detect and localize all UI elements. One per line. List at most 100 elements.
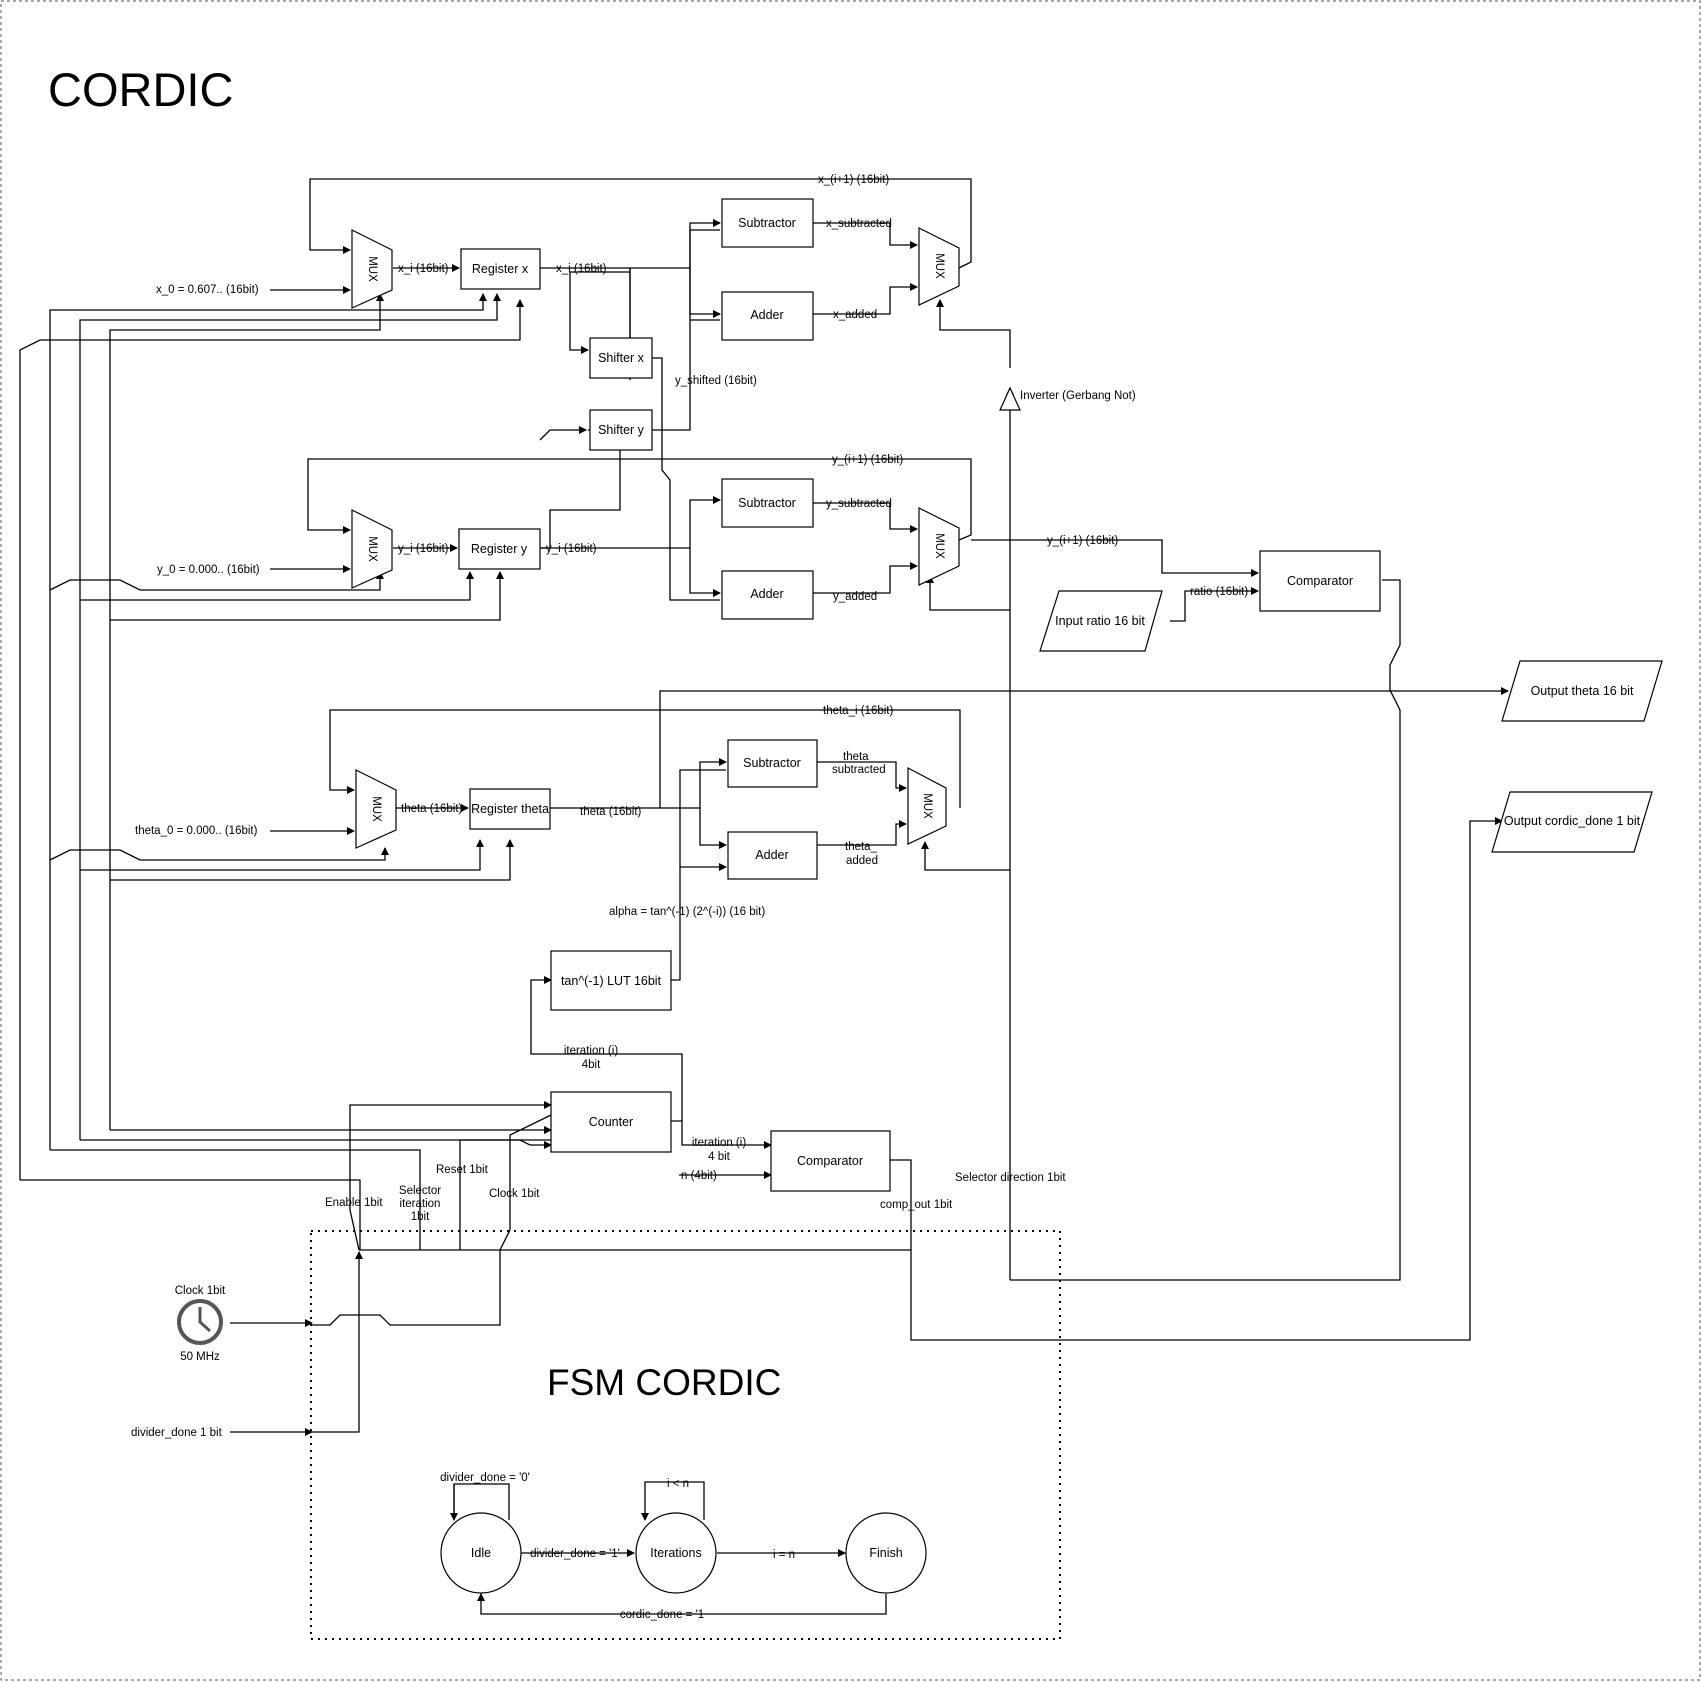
svg-text:1bit: 1bit xyxy=(411,1211,430,1223)
diagram-title: CORDIC xyxy=(48,63,233,116)
inverter-gate xyxy=(999,386,1021,411)
svg-text:x_subtracted: x_subtracted xyxy=(826,218,892,230)
svg-text:y_added: y_added xyxy=(833,591,877,603)
svg-text:x_(i+1) (16bit): x_(i+1) (16bit) xyxy=(818,174,889,186)
svg-text:divider_done = '1': divider_done = '1' xyxy=(530,1548,620,1560)
svg-text:Clock 1bit: Clock 1bit xyxy=(489,1188,540,1200)
output-theta-block xyxy=(1501,660,1663,722)
fsm-boundary xyxy=(310,1230,1061,1640)
svg-text:comp_out 1bit: comp_out 1bit xyxy=(880,1199,953,1211)
shifter-y-label: Shifter y xyxy=(598,423,645,437)
mux-y-out: MUX xyxy=(918,507,960,586)
comparator-ratio-label: Comparator xyxy=(1287,574,1353,588)
svg-text:y_(i+1) (16bit): y_(i+1) (16bit) xyxy=(1047,535,1118,547)
svg-text:Selector: Selector xyxy=(399,1185,441,1197)
svg-text:theta (16bit): theta (16bit) xyxy=(580,806,642,818)
subtractor-y-label: Subtractor xyxy=(738,496,796,510)
svg-text:ratio (16bit): ratio (16bit) xyxy=(1190,586,1248,598)
fsm-title: FSM CORDIC xyxy=(547,1362,781,1403)
input-ratio-block xyxy=(1039,590,1163,652)
counter xyxy=(550,1091,672,1153)
svg-text:4 bit: 4 bit xyxy=(708,1151,731,1163)
register-y xyxy=(458,528,541,570)
svg-text:x_added: x_added xyxy=(833,309,877,321)
comparator-iteration-label: Comparator xyxy=(797,1154,863,1168)
svg-text:divider_done 1 bit: divider_done 1 bit xyxy=(131,1427,223,1439)
clock-icon xyxy=(177,1299,223,1345)
svg-text:theta_: theta_ xyxy=(845,841,878,853)
svg-text:x_0 = 0.607.. (16bit): x_0 = 0.607.. (16bit) xyxy=(156,284,259,296)
mux-x: MUX xyxy=(351,229,393,309)
svg-text:subtracted: subtracted xyxy=(832,764,886,776)
svg-text:x_i (16bit): x_i (16bit) xyxy=(556,263,607,275)
svg-text:iteration (i): iteration (i) xyxy=(692,1137,746,1149)
state-idle xyxy=(440,1512,522,1594)
mux-x-out: MUX xyxy=(918,227,960,306)
output-done-block xyxy=(1491,791,1653,853)
svg-text:theta_0 = 0.000.. (16bit): theta_0 = 0.000.. (16bit) xyxy=(135,825,258,837)
shifter-y xyxy=(589,409,653,451)
subtractor-theta-label: Subtractor xyxy=(743,756,801,770)
svg-text:Finish: Finish xyxy=(869,1546,902,1560)
adder-y xyxy=(721,570,814,620)
adder-x-label: Adder xyxy=(750,308,783,322)
svg-text:y_i (16bit): y_i (16bit) xyxy=(398,543,449,555)
adder-x xyxy=(721,291,814,341)
svg-text:iteration: iteration xyxy=(400,1198,441,1210)
svg-text:n (4bit): n (4bit) xyxy=(681,1170,717,1182)
register-x xyxy=(460,248,541,290)
shifter-x-label: Shifter x xyxy=(598,351,645,365)
atan-lut xyxy=(550,950,672,1011)
adder-y-label: Adder xyxy=(750,587,783,601)
register-theta xyxy=(469,788,551,830)
svg-text:divider_done = '0': divider_done = '0' xyxy=(440,1472,530,1484)
output-theta-label: Output theta 16 bit xyxy=(1531,684,1634,698)
svg-text:theta_i (16bit): theta_i (16bit) xyxy=(823,705,893,717)
svg-text:4bit: 4bit xyxy=(582,1059,601,1071)
signal-labels: x_0 = 0.607.. (16bit) y_0 = 0.000.. (16b… xyxy=(131,174,1248,1439)
svg-text:Iterations: Iterations xyxy=(650,1546,701,1560)
clock-label: Clock 1bit xyxy=(175,1285,226,1297)
svg-text:x_i (16bit): x_i (16bit) xyxy=(398,263,449,275)
subtractor-x xyxy=(721,198,814,248)
comparator-iteration xyxy=(770,1130,891,1192)
subtractor-theta xyxy=(727,739,818,788)
svg-text:Idle: Idle xyxy=(471,1546,491,1560)
counter-label: Counter xyxy=(589,1115,633,1129)
wires xyxy=(19,178,1509,1436)
svg-text:Enable 1bit: Enable 1bit xyxy=(325,1197,383,1209)
subtractor-y xyxy=(721,478,814,528)
svg-text:MUX: MUX xyxy=(921,793,933,819)
mux-theta: MUX xyxy=(355,769,397,849)
register-x-label: Register x xyxy=(472,262,529,276)
svg-text:MUX: MUX xyxy=(933,253,945,279)
svg-text:MUX: MUX xyxy=(366,256,378,282)
svg-text:y_shifted (16bit): y_shifted (16bit) xyxy=(675,375,757,387)
fsm-state-diagram: Idle Iterations Finish divider_done = '0… xyxy=(440,1472,927,1621)
svg-text:theta_: theta_ xyxy=(843,751,876,763)
svg-text:MUX: MUX xyxy=(933,533,945,559)
svg-text:Selector direction 1bit: Selector direction 1bit xyxy=(955,1172,1066,1184)
svg-text:added: added xyxy=(846,855,878,867)
adder-theta-label: Adder xyxy=(755,848,788,862)
register-y-label: Register y xyxy=(471,542,528,556)
register-theta-label: Register theta xyxy=(471,802,549,816)
clock-frequency: 50 MHz xyxy=(180,1351,220,1363)
output-done-label: Output cordic_done 1 bit xyxy=(1504,814,1641,828)
comparator-ratio xyxy=(1259,550,1381,612)
mux-theta-out: MUX xyxy=(907,767,947,845)
mux-y: MUX xyxy=(351,509,393,589)
svg-text:iteration (i): iteration (i) xyxy=(564,1045,618,1057)
svg-text:y_subtracted: y_subtracted xyxy=(826,498,892,510)
svg-text:y_0 = 0.000.. (16bit): y_0 = 0.000.. (16bit) xyxy=(157,564,260,576)
inverter-label: Inverter (Gerbang Not) xyxy=(1020,390,1136,402)
svg-text:MUX: MUX xyxy=(366,536,378,562)
svg-text:y_(i+1) (16bit): y_(i+1) (16bit) xyxy=(832,454,903,466)
svg-text:i = n: i = n xyxy=(773,1549,795,1561)
subtractor-x-label: Subtractor xyxy=(738,216,796,230)
svg-text:MUX: MUX xyxy=(370,796,382,822)
input-ratio-label: Input ratio 16 bit xyxy=(1055,614,1145,628)
state-finish xyxy=(845,1512,927,1594)
state-iterations xyxy=(635,1512,717,1594)
